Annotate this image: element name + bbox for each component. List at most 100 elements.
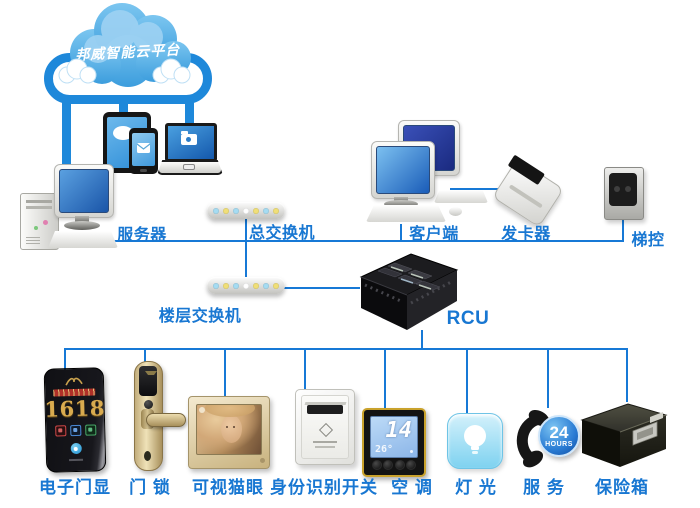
- led-indicator: [273, 282, 279, 289]
- safe-label: 保险箱: [595, 478, 649, 497]
- laptop-illustration: [157, 123, 223, 175]
- display-bottom-line: [69, 458, 84, 462]
- phone-handset-icon: [516, 409, 550, 468]
- peephole-device: [188, 396, 270, 469]
- cloud-to-tablet-tube: [119, 98, 128, 116]
- set-temp: 14: [385, 418, 413, 443]
- door-lock-label: 门 锁: [129, 478, 171, 497]
- laptop-base: [157, 160, 223, 175]
- client-keyboard-back: [434, 190, 488, 203]
- lock-sensor: [144, 400, 153, 409]
- vent-grill: [26, 236, 40, 244]
- drop-peephole: [224, 348, 226, 397]
- cloud-highlight: [84, 10, 163, 63]
- led-indicator: [223, 282, 229, 289]
- thermostat-device: 14 26°: [362, 408, 426, 477]
- elevator-drop-line: [622, 218, 624, 240]
- drop-light: [466, 348, 468, 414]
- floor-switch-label: 楼层交换机: [158, 308, 242, 325]
- portrait-hair: [205, 405, 255, 417]
- keyhole: [144, 451, 151, 461]
- slot-cover-edge: [304, 402, 347, 405]
- lcd-mode-dot: [410, 450, 413, 453]
- laptop-screen: [165, 123, 217, 162]
- rcu-device: [359, 253, 459, 330]
- main-switch-drop-line: [245, 219, 247, 278]
- room-number: 1618: [44, 395, 106, 422]
- main-bus-line: [112, 240, 624, 242]
- laptop-notch: [183, 164, 195, 170]
- drive-slot: [26, 206, 52, 209]
- door-display-label: 电子门显: [39, 478, 111, 497]
- peephole-screen: [196, 404, 262, 455]
- thermostat-button: [394, 460, 405, 470]
- floorswitch-rcu-line: [284, 287, 360, 289]
- reader-eye: [614, 186, 620, 192]
- drop-identity-switch: [304, 348, 306, 390]
- chat-bubble-icon: [113, 126, 133, 140]
- card-issuer-device: [491, 154, 565, 228]
- light-bulb-icon: [464, 425, 486, 454]
- led-indicator: [213, 282, 219, 289]
- status-led: [34, 226, 38, 230]
- drop-safe: [626, 348, 628, 402]
- server-keyboard: [48, 231, 118, 248]
- hotel-logo-icon: [65, 377, 83, 386]
- elevator-reader-device: [604, 167, 644, 220]
- server-monitor-neck: [75, 216, 89, 223]
- elevator-label: 梯控: [631, 232, 665, 249]
- identity-switch-label: 身份识别开关: [270, 478, 378, 497]
- diamond-icon: [318, 422, 334, 438]
- thermostat-lcd: 14 26°: [370, 416, 418, 458]
- wait-button: [84, 424, 96, 436]
- rcu-drop-line: [421, 330, 423, 348]
- doorbell-icon: [70, 442, 82, 455]
- cloud-title: 邦威智能云平台: [75, 41, 181, 62]
- switch-text-line: [313, 441, 337, 443]
- led-indicator: [233, 282, 239, 289]
- cloud-to-laptop-tube: [185, 99, 194, 126]
- drop-door-display: [64, 348, 66, 370]
- led-indicator: [253, 207, 259, 214]
- card-issuer-label: 发卡器: [501, 226, 551, 243]
- thermostat-button: [405, 460, 416, 470]
- reader-eye: [625, 186, 631, 192]
- drop-ac: [384, 348, 386, 409]
- dnd-button: [54, 425, 66, 437]
- door-lock-device: [122, 361, 186, 471]
- folder-icon: [181, 131, 197, 145]
- main-switch-device: [207, 202, 285, 219]
- safe-box-device: [580, 403, 668, 467]
- lock-card-panel: [139, 366, 157, 396]
- main-switch-label: 总交换机: [248, 225, 315, 242]
- rcu-modules: [377, 262, 441, 291]
- mouse: [449, 207, 462, 216]
- floor-switch-device: [207, 277, 285, 294]
- switch-face: [301, 395, 349, 459]
- rcu-label: RCU: [446, 308, 490, 329]
- led-indicator: [213, 207, 219, 214]
- portrait-face: [221, 415, 242, 443]
- thermostat-button: [372, 460, 382, 470]
- clean-button: [69, 424, 81, 437]
- service-device: 24 HOURS: [512, 406, 582, 470]
- lighting-label: 灯 光: [455, 478, 497, 497]
- drop-service: [547, 348, 549, 408]
- led-indicator: [243, 282, 249, 289]
- lock-handle: [146, 413, 186, 427]
- peephole-label: 可视猫眼: [192, 478, 264, 497]
- led-indicator: [223, 207, 229, 214]
- led-indicator: [273, 207, 279, 214]
- badge-text: HOURS: [545, 441, 573, 448]
- led-indicator: [263, 282, 269, 289]
- thermostat-button: [383, 460, 394, 470]
- folder-dot: [186, 137, 191, 142]
- card-slot-line: [508, 184, 543, 209]
- hours-badge: 24 HOURS: [538, 415, 580, 457]
- lighting-tile: [447, 413, 503, 469]
- screen-logo: [199, 407, 205, 413]
- folder-tab: [181, 131, 188, 134]
- ac-label: 空 调: [391, 478, 433, 497]
- drop-door-lock: [144, 348, 146, 363]
